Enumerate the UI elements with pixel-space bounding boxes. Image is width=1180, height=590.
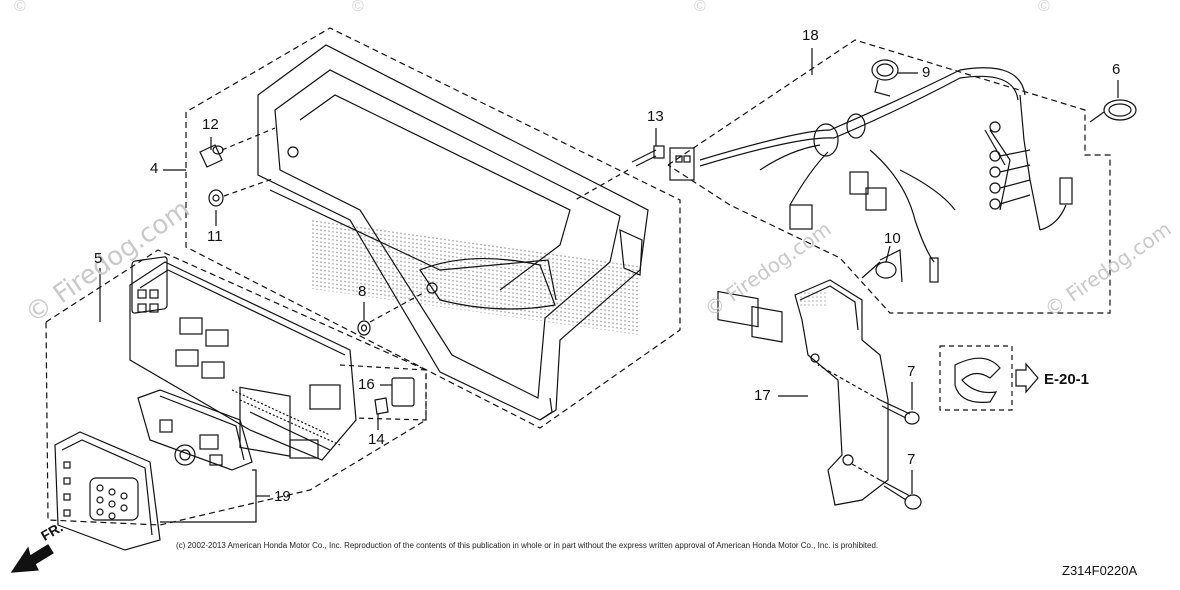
inner-panel-19 <box>137 389 257 523</box>
reference-label: E-20-1 <box>1044 371 1090 388</box>
callout-10: 10 <box>884 230 901 247</box>
callout-6: 6 <box>1112 61 1121 78</box>
panel-group-outline <box>45 249 427 526</box>
nut-11 <box>208 189 224 207</box>
bolt-7-lower <box>851 463 922 510</box>
clamp-10 <box>861 249 903 283</box>
front-cover <box>54 431 161 551</box>
detail-16-14 <box>339 364 427 421</box>
callout-17: 17 <box>754 387 771 404</box>
callout-4: 4 <box>150 160 159 177</box>
clamp-9 <box>871 59 899 97</box>
reference-box <box>939 345 1039 411</box>
callout-16: 16 <box>358 376 375 393</box>
callout-19: 19 <box>274 488 291 505</box>
callout-9: 9 <box>922 64 931 81</box>
corner-copyright-mark-2: © <box>352 0 364 15</box>
callout-14: 14 <box>368 431 385 448</box>
band-6 <box>1089 99 1137 123</box>
corner-copyright-mark-1: © <box>14 0 26 15</box>
callout-11: 11 <box>207 228 223 245</box>
callout-7-lower: 7 <box>907 451 916 468</box>
diagram-code: Z314F0220A <box>1062 563 1138 578</box>
callout-8: 8 <box>358 283 367 300</box>
bolt-13 <box>574 145 665 201</box>
callout-18: 18 <box>802 27 819 44</box>
callout-12: 12 <box>202 116 219 133</box>
corner-copyright-mark-4: © <box>1038 0 1050 15</box>
case-group-outline <box>185 27 681 429</box>
callout-5: 5 <box>94 250 103 267</box>
copyright-notice: (c) 2002-2013 American Honda Motor Co., … <box>176 541 879 550</box>
leader-lines <box>99 48 1119 497</box>
control-panel <box>129 256 357 461</box>
corner-copyright-mark-3: © <box>694 0 706 15</box>
wire-harness <box>669 67 1073 343</box>
harness-group-outline <box>667 39 1111 314</box>
spacer-8 <box>357 320 371 336</box>
callout-13: 13 <box>647 108 664 125</box>
front-arrow <box>10 544 54 573</box>
front-frame <box>257 44 649 421</box>
callout-7-upper: 7 <box>907 363 916 380</box>
bracket-17 <box>794 279 889 506</box>
bolt-7-upper <box>817 364 920 425</box>
